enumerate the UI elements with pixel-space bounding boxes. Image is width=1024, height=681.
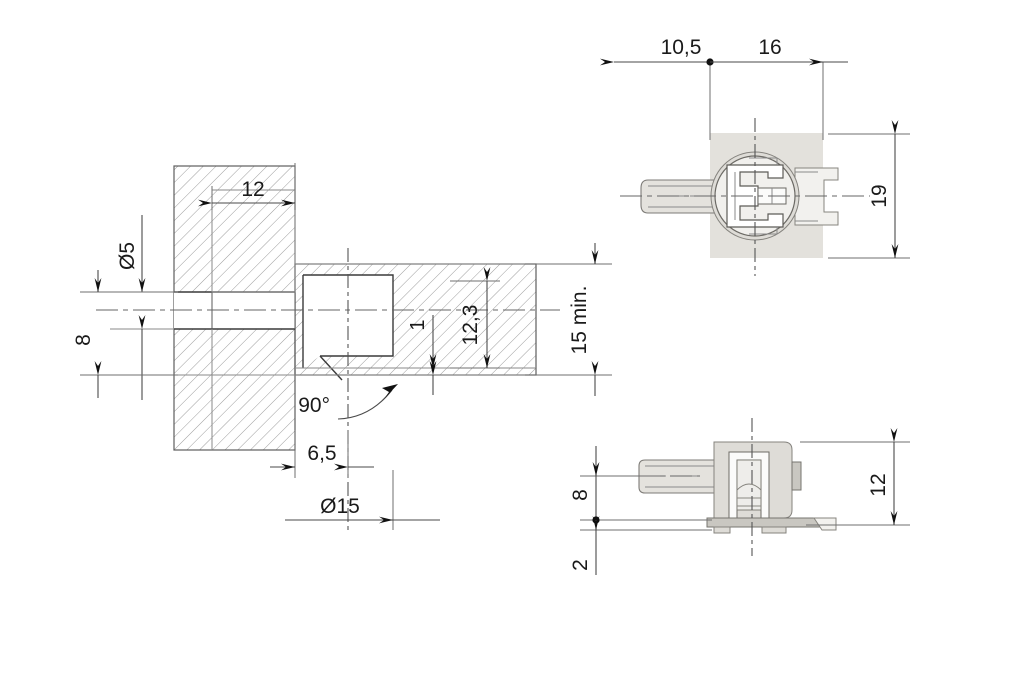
housing-block-side (713, 441, 802, 519)
front-elevation-view: 10,5 16 19 (600, 36, 910, 276)
dimension-1-label: 1 (407, 319, 429, 330)
dimension-12-3: 12,3 (450, 267, 500, 369)
dimension-2-side: 2 (569, 516, 712, 575)
dimension-90-degree: 90° (298, 384, 398, 420)
base-flange-plate (706, 517, 837, 534)
dimension-dia5-label: Ø5 (116, 242, 139, 270)
dimension-1: 1 (407, 315, 437, 395)
dimension-6-5: 6,5 (270, 430, 374, 478)
dimension-10-5-label: 10,5 (661, 36, 702, 59)
dimension-dia5: Ø5 (116, 215, 146, 400)
dimension-12-side: 12 (800, 428, 910, 526)
dimension-dia15-label: Ø15 (320, 495, 360, 518)
dimension-19-label: 19 (868, 184, 891, 207)
dimension-2-side-label: 2 (569, 559, 592, 571)
dimension-15-min: 15 min. (525, 243, 612, 396)
dimension-19: 19 (828, 120, 910, 259)
recess-slot-12 (211, 189, 296, 293)
dimension-6-5-label: 6,5 (307, 442, 336, 465)
dimension-12: 12 (198, 163, 296, 210)
dimension-8-side-label: 8 (569, 489, 592, 501)
dimension-15-min-label: 15 min. (568, 286, 591, 355)
dimension-12-3-label: 12,3 (459, 305, 482, 346)
dimension-12-side-label: 12 (867, 473, 890, 496)
dimension-16-label: 16 (758, 36, 781, 59)
dimension-90-degree-label: 90° (298, 394, 330, 417)
cross-section-view: 12 Ø5 8 1 12,3 (72, 163, 612, 530)
side-elevation-view: 8 2 12 (569, 418, 910, 575)
dimension-8: 8 (72, 270, 178, 398)
dimension-12-label: 12 (241, 178, 264, 201)
dimension-16: 16 (710, 36, 848, 140)
dimension-8-label: 8 (72, 334, 95, 346)
dimension-dia15: Ø15 (285, 470, 440, 530)
